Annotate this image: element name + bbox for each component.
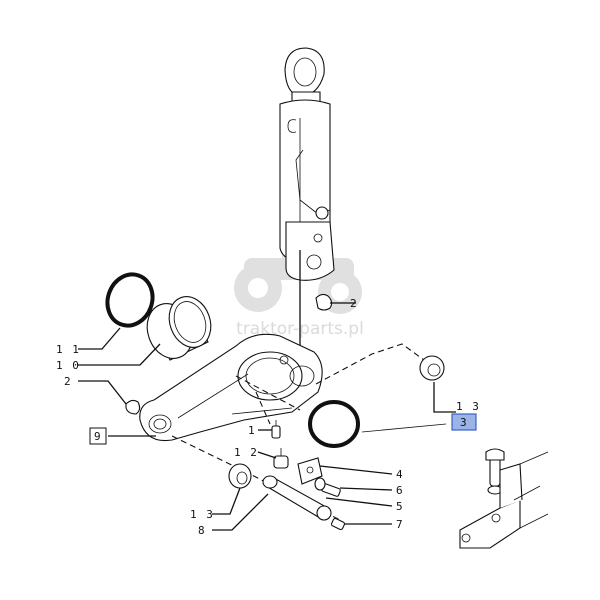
grease-nipple-7 [330,517,346,531]
plate-4 [297,457,323,485]
callout-8[interactable]: 8 [198,524,206,537]
ring-13-lower [228,463,252,489]
circlip-2-left [125,399,141,415]
o-ring-3 [308,400,360,448]
callout-2-left[interactable]: 2 [64,375,72,388]
callout-11[interactable]: 1 1 [56,343,80,356]
callout-6[interactable]: 6 [396,484,404,497]
callout-1[interactable]: 1 [248,424,256,437]
callout-9-box [89,427,107,445]
circlip-2-upper [315,293,346,311]
pin-8 [262,475,332,521]
callout-3[interactable]: 3 [460,416,468,429]
leader-lines [78,302,456,531]
callout-3-highlight[interactable] [451,413,477,431]
callout-13-lower[interactable]: 1 3 [190,508,214,521]
hydraulic-cylinder [279,47,335,281]
callout-13-upper[interactable]: 1 3 [456,400,480,413]
callout-12[interactable]: 1 2 [234,446,258,459]
fitting-12 [273,448,289,469]
callout-5[interactable]: 5 [396,500,404,513]
callout-7[interactable]: 7 [396,518,404,531]
ring-13-upper [419,355,445,381]
bolt-6 [314,477,341,497]
callout-4[interactable]: 4 [396,468,404,481]
o-ring-11 [105,272,155,328]
callout-9[interactable]: 9 [94,430,102,443]
bracket-assembly [459,448,549,549]
lift-arm [139,333,323,442]
callout-10[interactable]: 1 0 [56,359,80,372]
callout-2-upper[interactable]: 2 [350,297,358,310]
grease-fitting-1 [255,391,281,439]
